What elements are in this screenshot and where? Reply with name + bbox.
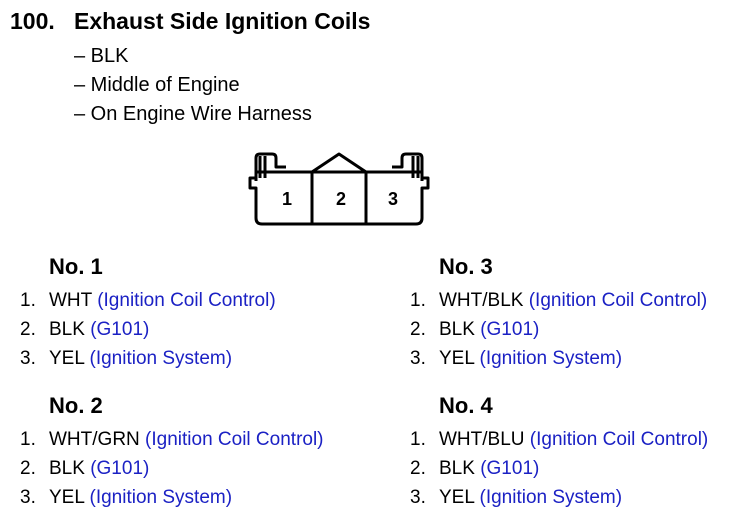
pin-label-3: 3 — [388, 189, 398, 209]
pin-row: 2. BLK (G101) — [20, 315, 276, 344]
pin-index: 3. — [20, 348, 36, 369]
pin-description: (G101) — [90, 458, 150, 479]
note-location: – Middle of Engine — [74, 74, 240, 96]
pin-index: 1. — [410, 290, 426, 311]
section-title: No. 2 — [49, 393, 103, 418]
pin-description: (Ignition Coil Control) — [528, 290, 708, 311]
wire-color: WHT/GRN — [49, 429, 140, 450]
note-color: – BLK — [74, 45, 129, 67]
pin-index: 2. — [20, 458, 36, 479]
section-title: No. 3 — [439, 254, 493, 279]
section-title: No. 1 — [49, 254, 103, 279]
wire-color: YEL — [439, 348, 475, 369]
pin-description: (G101) — [90, 319, 150, 340]
wire-color: WHT/BLU — [439, 429, 525, 450]
pin-index: 3. — [410, 348, 426, 369]
pin-description: (Ignition Coil Control) — [97, 290, 276, 311]
section-no-4: No. 4 1.WHT/BLU (Ignition Coil Control) … — [410, 393, 708, 512]
pin-description: (Ignition System) — [479, 487, 623, 508]
pin-row: 1. WHT/BLK (Ignition Coil Control) — [410, 286, 707, 315]
pin-row: 1. WHT/BLU (Ignition Coil Control) — [410, 425, 708, 454]
page-title: 100. Exhaust Side Ignition Coils — [10, 8, 370, 35]
section-no-1: No. 1 1. WHT (Ignition Coil Control) 2. BL… — [20, 254, 276, 373]
pin-index: 2. — [410, 319, 426, 340]
note-harness: – On Engine Wire Harness — [74, 103, 312, 125]
pin-label-2: 2 — [336, 189, 346, 209]
wire-color: BLK — [49, 458, 85, 479]
pin-description: (Ignition System) — [89, 348, 233, 369]
pin-description: (G101) — [480, 458, 540, 479]
pin-row: 2. BLK (G101) — [410, 315, 707, 344]
wire-color: YEL — [49, 487, 85, 508]
pin-description: (Ignition System) — [89, 487, 233, 508]
connector-body — [248, 170, 430, 226]
pin-index: 2. — [20, 319, 36, 340]
keyway — [311, 152, 367, 174]
pin-index: 3. — [410, 487, 426, 508]
pin-description: (G101) — [480, 319, 540, 340]
pin-description: (Ignition Coil Control) — [145, 429, 324, 450]
item-number: 100. — [10, 8, 55, 34]
connector-diagram: 1 2 3 — [248, 152, 430, 226]
wire-color: YEL — [439, 487, 475, 508]
right-latch — [392, 152, 424, 181]
wire-color: BLK — [49, 319, 85, 340]
connector-notes: – BLK – Middle of Engine – On Engine Wir… — [74, 42, 312, 129]
pin-row: 2. BLK (G101) — [410, 454, 708, 483]
pin-index: 1. — [410, 429, 426, 450]
wire-color: BLK — [439, 458, 475, 479]
wire-color: YEL — [49, 348, 85, 369]
pin-row: 3. YEL (Ignition System) — [20, 483, 324, 512]
section-no-2: No. 2 1.WHT/GRN (Ignition Coil Control) … — [20, 393, 324, 512]
wire-color: BLK — [439, 319, 475, 340]
pin-row: 1. WHT (Ignition Coil Control) — [20, 286, 276, 315]
pin-row: 3. YEL (Ignition System) — [410, 344, 707, 373]
wire-color: WHT — [49, 290, 92, 311]
pin-row: 3. YEL (Ignition System) — [410, 483, 708, 512]
wire-color: WHT/BLK — [439, 290, 524, 311]
title-text: Exhaust Side Ignition Coils — [74, 8, 371, 34]
section-no-3: No. 3 1.WHT/BLK (Ignition Coil Control) … — [410, 254, 707, 373]
pin-index: 3. — [20, 487, 36, 508]
pin-index: 1. — [20, 290, 36, 311]
pin-row: 3. YEL (Ignition System) — [20, 344, 276, 373]
pin-index: 2. — [410, 458, 426, 479]
section-title: No. 4 — [439, 393, 493, 418]
left-latch — [254, 152, 286, 181]
pin-row: 1. WHT/GRN (Ignition Coil Control) — [20, 425, 324, 454]
pin-index: 1. — [20, 429, 36, 450]
pin-description: (Ignition Coil Control) — [529, 429, 709, 450]
pin-row: 2. BLK (G101) — [20, 454, 324, 483]
pin-description: (Ignition System) — [479, 348, 623, 369]
pin-label-1: 1 — [282, 189, 292, 209]
